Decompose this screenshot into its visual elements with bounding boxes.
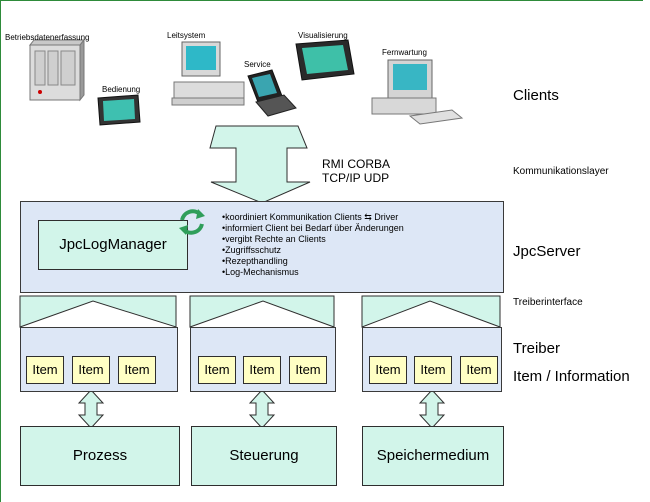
server-feature-list: •koordiniert Kommunikation Clients ⇆ Dri… xyxy=(222,212,404,278)
label-fernwartung: Fernwartung xyxy=(382,48,427,57)
driver-arrow-2 xyxy=(248,389,276,429)
label-visualisierung: Visualisierung xyxy=(298,31,348,40)
layer-label-kommunikationslayer: Kommunikationslayer xyxy=(513,166,609,177)
fernwartung-workstation-icon xyxy=(371,59,464,125)
label-service: Service xyxy=(244,60,271,69)
communication-double-arrow xyxy=(209,125,311,204)
feature-item: •Rezepthandling xyxy=(222,256,288,266)
item-box: Item xyxy=(243,356,281,384)
feature-item: •informiert Client bei Bedarf über Änder… xyxy=(222,223,404,233)
label-betriebsdatenerfassung: Betriebsdatenerfassung xyxy=(5,33,90,42)
feature-item: •vergibt Rechte an Clients xyxy=(222,234,326,244)
leitsystem-workstation-icon xyxy=(171,41,245,106)
driver-roof-1 xyxy=(19,295,177,328)
protocol-line-2: TCP/IP UDP xyxy=(322,171,390,185)
target-speichermedium: Speichermedium xyxy=(362,426,504,486)
label-leitsystem: Leitsystem xyxy=(167,31,206,40)
service-laptop-icon xyxy=(247,69,297,117)
layer-label-treiberinterface: Treiberinterface xyxy=(513,297,583,308)
label-bedienung: Bedienung xyxy=(102,85,141,94)
target-steuerung: Steuerung xyxy=(191,426,337,486)
item-box: Item xyxy=(26,356,64,384)
jpclogmanager-box: JpcLogManager xyxy=(38,220,188,270)
layer-label-treiber: Treiber xyxy=(513,340,560,357)
driver-roof-2 xyxy=(189,295,335,328)
frame-top-border xyxy=(0,0,643,11)
layer-label-item-information: Item / Information xyxy=(513,368,630,385)
target-prozess: Prozess xyxy=(20,426,180,486)
protocol-line-1: RMI CORBA xyxy=(322,157,391,171)
layer-label-jpcserver: JpcServer xyxy=(513,243,581,260)
bedienung-panel-icon xyxy=(97,94,141,126)
item-box: Item xyxy=(369,356,407,384)
feature-item: •Log-Mechanismus xyxy=(222,267,299,277)
frame-left-border xyxy=(0,0,1,502)
item-box: Item xyxy=(72,356,110,384)
item-box: Item xyxy=(414,356,452,384)
item-box: Item xyxy=(198,356,236,384)
driver-arrow-1 xyxy=(77,389,105,429)
item-box: Item xyxy=(460,356,498,384)
feature-item: •Zugriffsschutz xyxy=(222,245,282,255)
item-box: Item xyxy=(289,356,327,384)
betriebsdatenerfassung-icon xyxy=(28,38,86,102)
feature-item: •koordiniert Kommunikation Clients ⇆ Dri… xyxy=(222,212,399,222)
driver-arrow-3 xyxy=(418,389,446,429)
driver-roof-3 xyxy=(361,295,501,328)
item-box: Item xyxy=(118,356,156,384)
visualisierung-panel-icon xyxy=(295,39,355,81)
layer-label-clients: Clients xyxy=(513,87,559,104)
